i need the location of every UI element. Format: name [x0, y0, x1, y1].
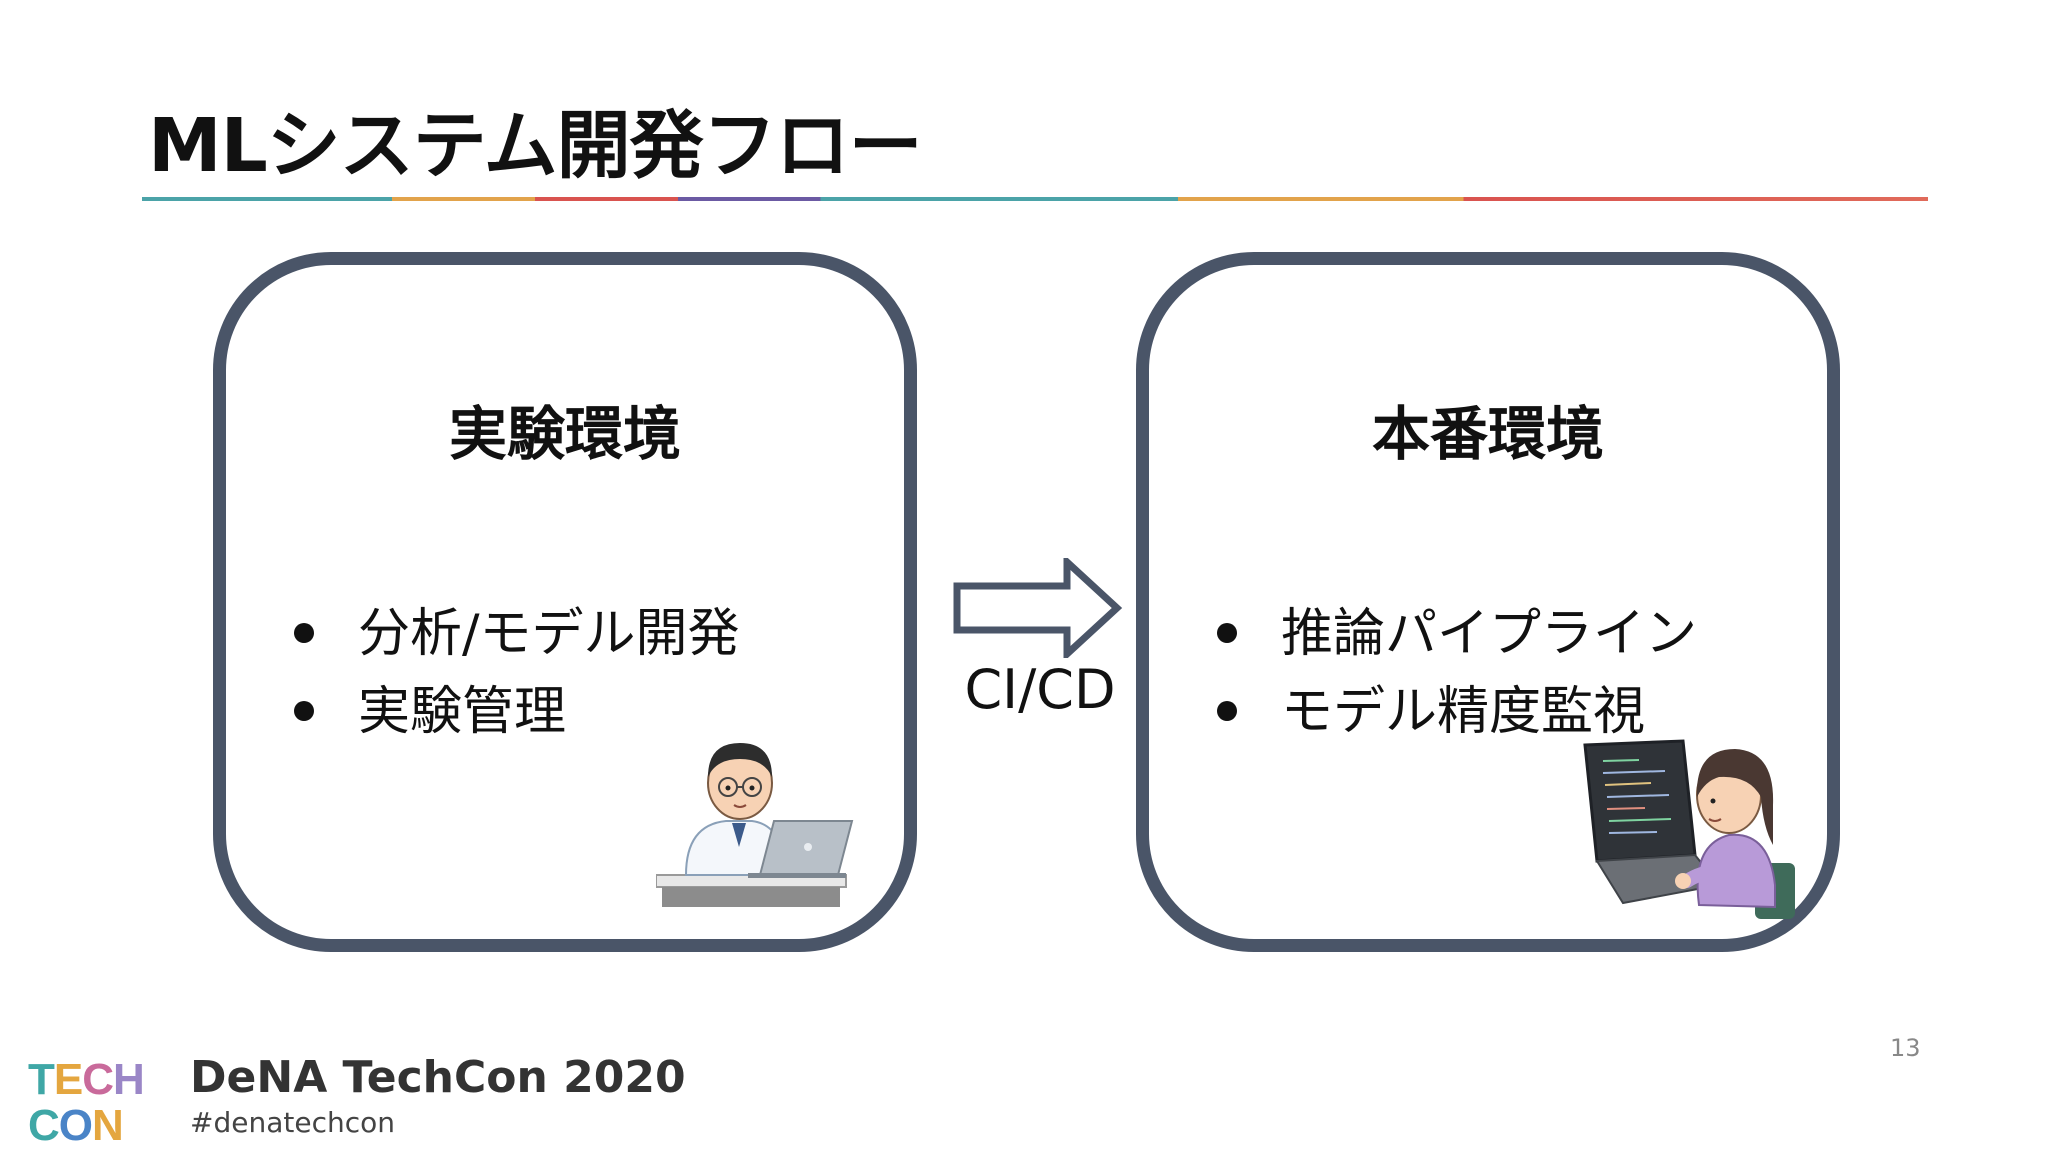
list-item: モデル精度監視: [1217, 673, 1697, 751]
list-item: 推論パイプライン: [1217, 595, 1697, 673]
techcon-logo: TECH CON: [28, 1055, 145, 1142]
list-item: 分析/モデル開発: [294, 595, 740, 673]
slide-title: MLシステム開発フロー: [148, 103, 923, 189]
bullet-icon: [294, 701, 314, 721]
experiment-environment-box: 実験環境 分析/モデル開発 実験管理: [213, 252, 917, 952]
env-title: 本番環境: [1371, 400, 1604, 468]
footer-hashtag: #denatechcon: [190, 1106, 395, 1139]
bullet-icon: [294, 623, 314, 643]
cicd-label: CI/CD: [964, 658, 1116, 721]
bullet-icon: [1217, 623, 1237, 643]
list-item-text: 実験管理: [358, 682, 567, 742]
env-item-list: 分析/モデル開発 実験管理: [294, 595, 740, 751]
programmer-at-laptop-illustration: [1583, 739, 1795, 919]
env-title: 実験環境: [448, 400, 681, 468]
list-item-text: 推論パイプライン: [1281, 604, 1698, 664]
right-arrow-icon: [953, 558, 1123, 658]
title-divider: [142, 197, 1928, 201]
scientist-at-laptop-illustration: [656, 743, 854, 907]
logo-line1: TECH: [28, 1055, 144, 1104]
bullet-icon: [1217, 701, 1237, 721]
list-item-text: モデル精度監視: [1281, 682, 1646, 742]
page-number: 13: [1890, 1034, 1921, 1062]
list-item-text: 分析/モデル開発: [358, 604, 740, 664]
env-item-list: 推論パイプライン モデル精度監視: [1217, 595, 1697, 751]
logo-line2: CON: [28, 1101, 123, 1142]
production-environment-box: 本番環境 推論パイプライン モデル精度監視: [1136, 252, 1840, 952]
list-item: 実験管理: [294, 673, 740, 751]
footer-event-name: DeNA TechCon 2020: [190, 1052, 686, 1103]
